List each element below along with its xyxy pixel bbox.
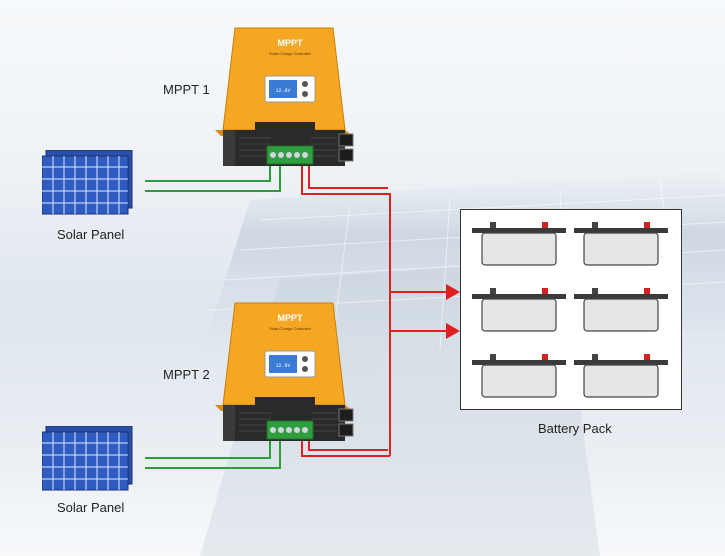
battery-wire-2b bbox=[308, 440, 388, 451]
solar-panel-2-label: Solar Panel bbox=[57, 500, 125, 515]
battery-wire-2a bbox=[301, 440, 390, 457]
mppt-1-label: MPPT 1 bbox=[163, 82, 210, 97]
battery-5-icon bbox=[472, 354, 566, 398]
solar-panel-1-icon bbox=[42, 150, 133, 215]
solar-panel-1-label: Solar Panel bbox=[57, 227, 125, 242]
pv-wire-1b bbox=[145, 165, 281, 192]
arrow-head-2 bbox=[446, 323, 460, 339]
battery-pack bbox=[460, 209, 682, 410]
pv-wire-2a bbox=[145, 440, 271, 459]
pv-wire-2b bbox=[145, 440, 281, 469]
mppt-1-subtitle: Solar Charge Controller bbox=[269, 51, 312, 56]
battery-6-icon bbox=[574, 354, 668, 398]
mppt-2-brand: MPPT bbox=[277, 313, 303, 323]
battery-4-icon bbox=[574, 288, 668, 332]
mppt-1-lcd: 12.8V bbox=[275, 88, 290, 94]
mppt-1-controller: MPPT Solar Charge Controller 12.8V bbox=[215, 27, 354, 166]
mppt-1-brand: MPPT bbox=[277, 38, 303, 48]
battery-2-icon bbox=[574, 222, 668, 266]
battery-wire-1a bbox=[301, 165, 391, 456]
mppt-2-label: MPPT 2 bbox=[163, 367, 210, 382]
solar-panel-2-icon bbox=[42, 426, 133, 491]
mppt-2-subtitle: Solar Charge Controller bbox=[269, 326, 312, 331]
battery-wire-1b bbox=[308, 165, 388, 189]
battery-3-icon bbox=[472, 288, 566, 332]
mppt-2-lcd: 12.8V bbox=[275, 363, 290, 369]
battery-pack-label: Battery Pack bbox=[538, 421, 612, 436]
arrow-head-1 bbox=[446, 284, 460, 300]
mppt-2-controller: MPPT Solar Charge Controller 12.8V bbox=[215, 302, 354, 441]
pv-wire-1a bbox=[145, 165, 271, 182]
battery-1-icon bbox=[472, 222, 566, 266]
